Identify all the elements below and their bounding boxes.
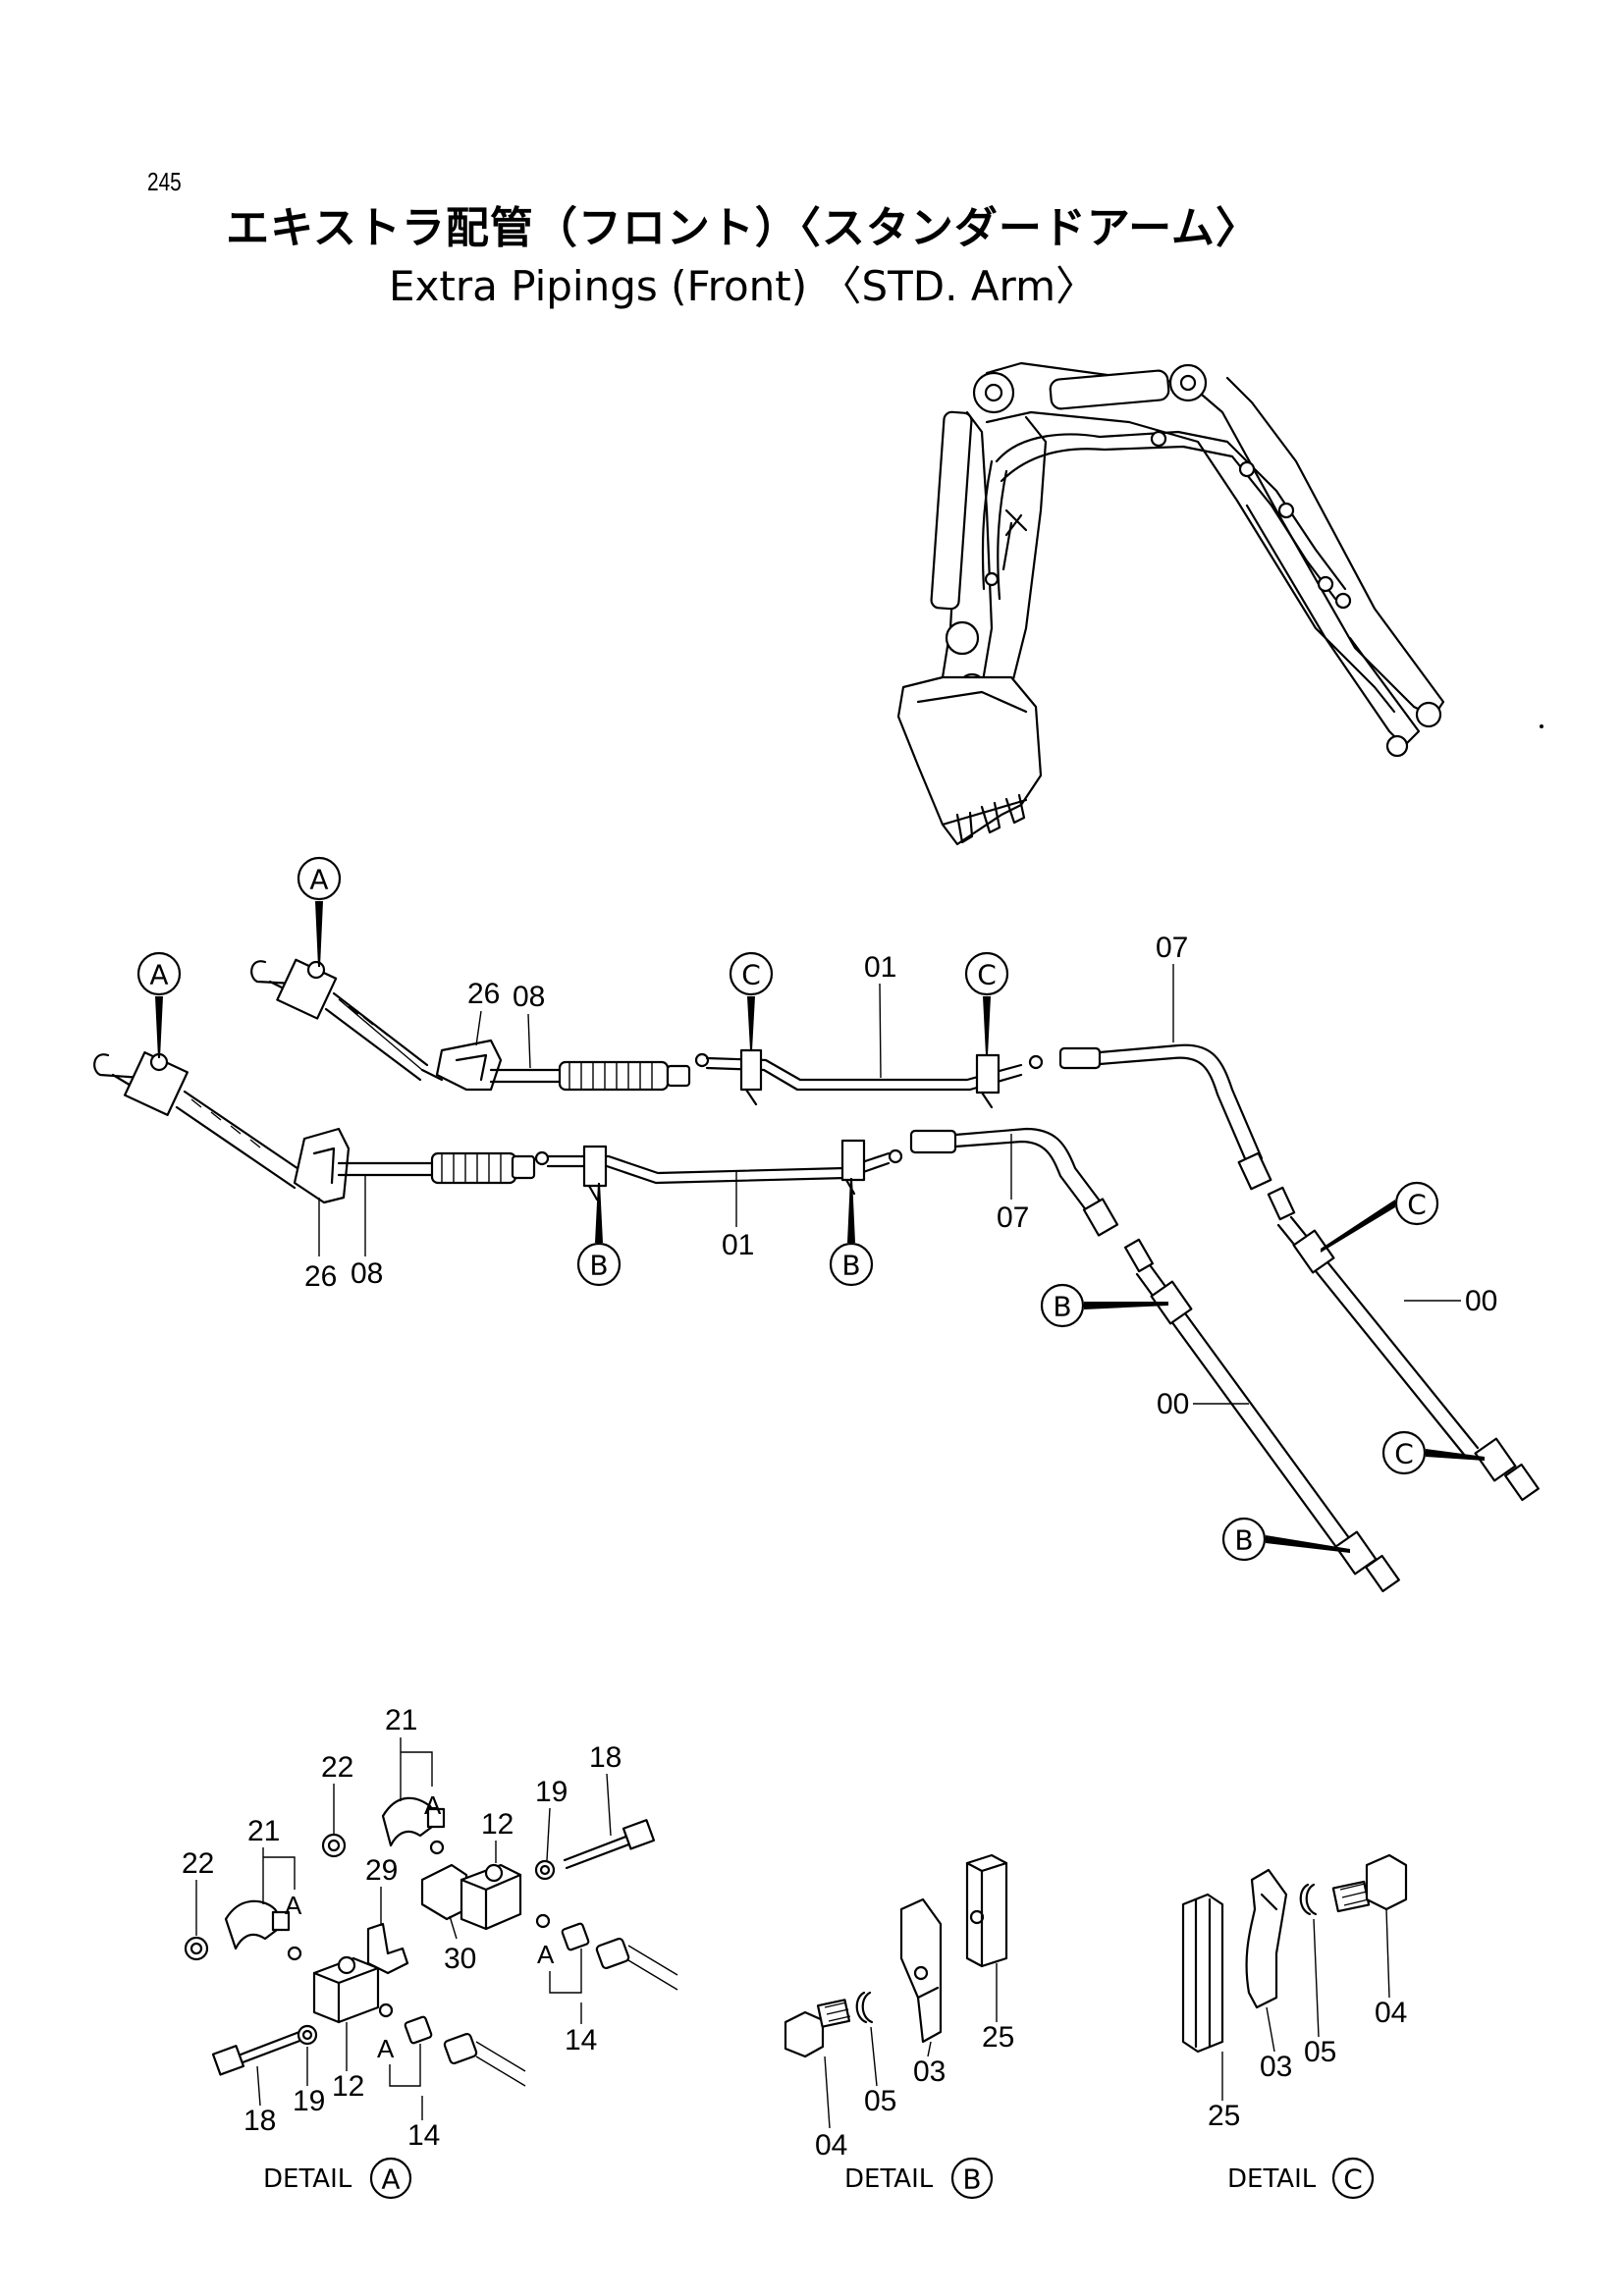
piping-assembly — [93, 958, 1540, 1593]
label-26-lower: 26 — [304, 1260, 337, 1293]
callout-c-pipe-left: C — [729, 951, 774, 1050]
label-08-upper: 08 — [513, 981, 545, 1013]
label-29: 29 — [365, 1854, 398, 1887]
title-english: Extra Pipings (Front) 〈STD. Arm〉 — [388, 262, 1097, 310]
title-japanese: エキストラ配管（フロント）〈スタンダードアーム〉 — [226, 203, 1260, 253]
svg-text:C: C — [1394, 1438, 1414, 1470]
label-19-left: 19 — [293, 2085, 325, 2117]
label-18-right: 18 — [589, 1741, 622, 1774]
page-number: 245 — [147, 167, 182, 196]
label-21-left: 21 — [247, 1815, 280, 1847]
callout-b-pipe-right: B — [829, 1178, 874, 1287]
detail-a-exploded-view: 22 21 A 22 21 A 29 12 19 18 30 A 14 18 1… — [182, 1704, 678, 2200]
label-14-left: 14 — [407, 2119, 440, 2152]
callout-c-tube-top: C — [1321, 1181, 1439, 1253]
svg-text:A: A — [309, 864, 328, 896]
label-25-c: 25 — [1208, 2100, 1240, 2132]
label-07-upper: 07 — [1156, 932, 1188, 964]
label-a-oring-right: A — [424, 1790, 442, 1820]
label-04-b: 04 — [815, 2129, 847, 2162]
assembly-part-labels: 26 08 01 07 00 26 08 01 07 00 — [304, 932, 1497, 1420]
callout-b-tube-bottom: B — [1221, 1517, 1350, 1562]
label-05-b: 05 — [864, 2085, 896, 2117]
excavator-front-illustration — [896, 361, 1543, 846]
callout-markers: A A C C B B — [136, 856, 1485, 1562]
label-18-left: 18 — [243, 2105, 276, 2137]
detail-b-letter: B — [962, 2163, 981, 2196]
svg-text:C: C — [977, 959, 997, 991]
label-04-c: 04 — [1375, 1997, 1407, 2029]
label-a-fitting-right: A — [537, 1940, 555, 1969]
detail-c-letter: C — [1343, 2163, 1363, 2196]
label-14-right: 14 — [565, 2024, 597, 2056]
label-12-right: 12 — [481, 1808, 514, 1841]
callout-c-tube-bottom: C — [1381, 1430, 1485, 1475]
label-00-lower: 00 — [1157, 1388, 1189, 1420]
label-05-c: 05 — [1304, 2036, 1336, 2068]
detail-a-word: DETAIL — [263, 2164, 352, 2194]
label-a-oring-left: A — [285, 1891, 302, 1920]
callout-b-pipe-left: B — [576, 1183, 622, 1287]
detail-a-letter: A — [381, 2163, 400, 2196]
label-12-left: 12 — [332, 2070, 364, 2103]
callout-a-lower: A — [136, 951, 182, 1058]
detail-b-word: DETAIL — [844, 2164, 934, 2194]
label-01-lower: 01 — [722, 1229, 754, 1261]
label-01-upper: 01 — [864, 951, 896, 984]
label-03-c: 03 — [1260, 2051, 1292, 2083]
label-07-lower: 07 — [997, 1201, 1029, 1234]
callout-b-tube-top: B — [1040, 1283, 1168, 1328]
label-00-upper: 00 — [1465, 1285, 1497, 1317]
label-22-right: 22 — [321, 1751, 353, 1784]
svg-text:B: B — [841, 1250, 860, 1282]
label-30: 30 — [444, 1943, 476, 1975]
svg-text:B: B — [1234, 1524, 1253, 1557]
detail-c-exploded-view: 25 03 05 04 DETAIL C — [1181, 1853, 1407, 2200]
callout-a-upper: A — [297, 856, 342, 967]
detail-b-exploded-view: 04 05 03 25 DETAIL B — [784, 1853, 1014, 2200]
callout-c-pipe-right: C — [964, 951, 1009, 1055]
label-22-left: 22 — [182, 1847, 214, 1880]
detail-c-word: DETAIL — [1227, 2164, 1317, 2194]
label-21-right: 21 — [385, 1704, 417, 1736]
svg-text:B: B — [589, 1250, 608, 1282]
label-03-b: 03 — [913, 2056, 946, 2088]
svg-text:C: C — [1407, 1189, 1427, 1221]
svg-text:C: C — [741, 959, 761, 991]
label-19-right: 19 — [535, 1776, 568, 1808]
svg-text:B: B — [1053, 1291, 1071, 1323]
label-26-upper: 26 — [467, 978, 500, 1010]
label-a-fitting-left: A — [377, 2034, 395, 2063]
label-08-lower: 08 — [351, 1257, 383, 1290]
label-25-b: 25 — [982, 2021, 1014, 2054]
svg-text:A: A — [149, 959, 168, 991]
